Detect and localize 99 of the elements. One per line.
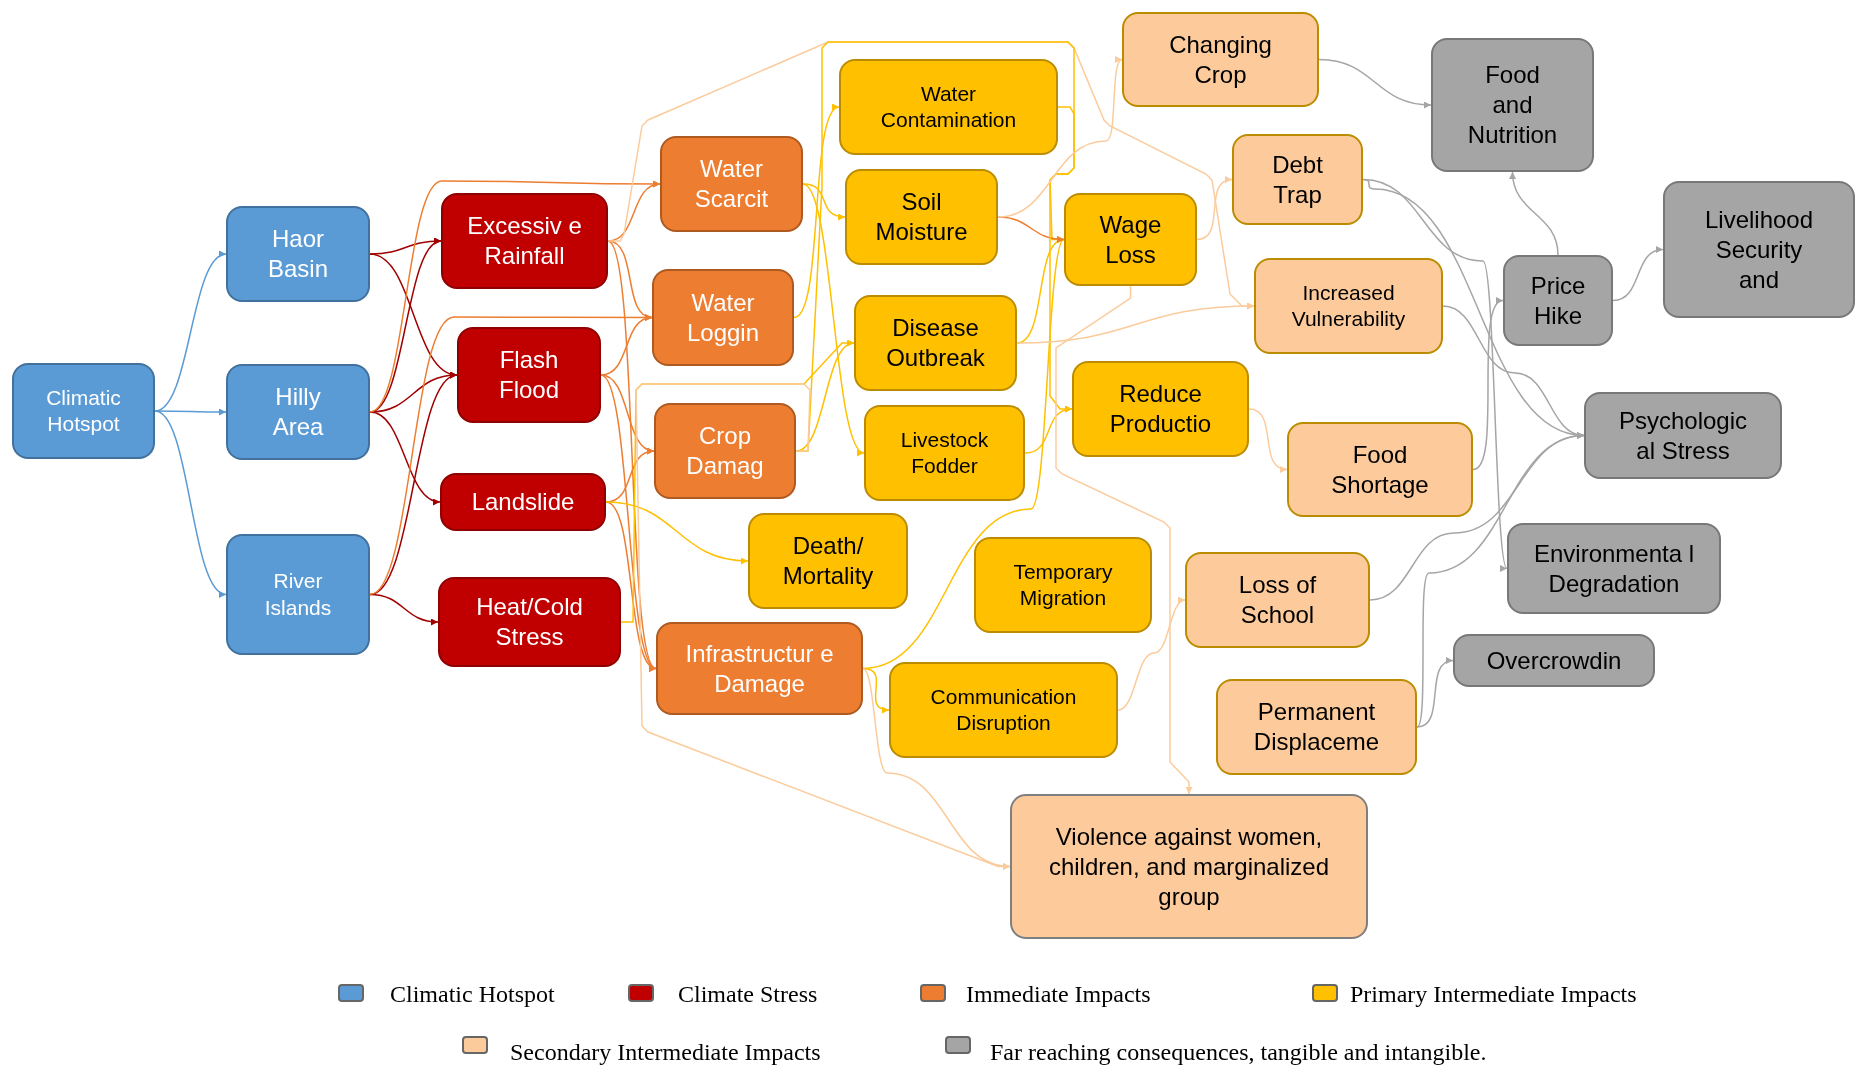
process-box	[845, 169, 998, 265]
box-label: Psychologic al Stress	[1617, 405, 1749, 466]
legend-label: Primary Intermediate Impacts	[1350, 982, 1637, 1006]
process-box	[660, 136, 803, 232]
connector-arrow	[605, 501, 749, 564]
process-box	[226, 206, 370, 302]
process-box	[889, 662, 1118, 758]
box-label: Food and Nutrition	[1467, 60, 1558, 150]
process-box	[748, 513, 908, 609]
box-label: Water Scarcit	[693, 154, 770, 214]
box-label: Violence against women, children, and marginalized group	[1047, 821, 1331, 912]
box-label: Climatic Hotspot	[45, 384, 122, 437]
process-box	[1287, 422, 1473, 517]
process-box	[438, 577, 621, 667]
connector-arrow	[1362, 178, 1508, 570]
connector-arrow	[862, 667, 1011, 870]
legend-label: Secondary Intermediate Impacts	[510, 1040, 821, 1064]
connector-arrow	[862, 238, 1065, 670]
process-box	[440, 473, 606, 531]
process-box	[1431, 38, 1594, 172]
box-label: Wage Loss	[1098, 209, 1163, 270]
process-box	[1216, 679, 1417, 775]
connector-arrow	[600, 315, 653, 376]
process-box	[1064, 193, 1197, 286]
connector-arrow	[154, 408, 227, 416]
box-label: Hilly Area	[271, 382, 325, 442]
connector-arrow	[1472, 299, 1504, 471]
process-box	[226, 364, 370, 460]
process-box	[1507, 523, 1721, 614]
process-box	[1254, 258, 1443, 354]
connector-arrow	[1318, 58, 1432, 108]
legend-label: Climatic Hotspot	[390, 982, 555, 1006]
process-box	[1185, 552, 1370, 648]
box-label: Overcrowdin	[1486, 645, 1622, 676]
connector-arrow	[1049, 106, 1075, 413]
box-label: Environmenta l Degradation	[1532, 538, 1696, 599]
process-box	[226, 534, 370, 655]
process-box	[1663, 181, 1855, 318]
process-box	[839, 59, 1058, 155]
box-label: Increased Vulnerability	[1290, 279, 1407, 332]
box-label: Haor Basin	[266, 224, 329, 284]
box-label: Debt Trap	[1271, 149, 1324, 210]
process-box	[1503, 255, 1613, 346]
connector-arrow	[793, 106, 840, 319]
box-label: Landslide	[471, 487, 575, 517]
process-box	[1072, 361, 1249, 457]
box-label: Reduce Productio	[1108, 379, 1213, 439]
box-label: Flash Flood	[497, 345, 560, 405]
connector-arrow	[1055, 285, 1193, 795]
connector-arrow	[802, 183, 846, 220]
box-label: Livelihood Security and	[1703, 204, 1815, 295]
box-label: Death/ Mortality	[781, 531, 875, 591]
process-box	[1453, 634, 1655, 687]
connector-arrow	[1016, 302, 1255, 344]
box-label: Crop Damag	[685, 421, 765, 481]
box-label: Water Contamination	[879, 80, 1018, 133]
box-label: Infrastructur e Damage	[684, 638, 835, 699]
connector-arrow	[802, 183, 865, 454]
process-box	[12, 363, 155, 459]
legend-label: Far reaching consequences, tangible and intangible.	[990, 1040, 1487, 1064]
box-label: Permanent Displaceme	[1252, 697, 1381, 757]
process-box	[656, 622, 863, 715]
box-label: Communication Disruption	[929, 683, 1078, 736]
connector-arrow	[997, 58, 1123, 218]
connector-arrow	[1196, 177, 1233, 241]
process-box	[1010, 794, 1368, 939]
process-box	[864, 405, 1025, 501]
box-label: Excessiv e Rainfall	[466, 211, 583, 271]
box-label: Loss of School	[1237, 570, 1318, 630]
process-box	[441, 193, 608, 289]
process-box	[654, 403, 796, 499]
process-box	[1122, 12, 1319, 107]
connector-arrow	[1117, 598, 1186, 711]
box-label: Food Shortage	[1330, 439, 1430, 500]
box-label: Water Loggin	[685, 287, 761, 348]
box-label: Changing Crop	[1168, 29, 1273, 90]
connector-arrow	[1416, 433, 1585, 728]
process-box	[457, 327, 601, 423]
process-box	[1584, 392, 1782, 479]
legend-label: Climate Stress	[678, 982, 818, 1006]
box-label: Heat/Cold Stress	[475, 592, 584, 652]
process-box	[974, 537, 1152, 633]
connector-arrow	[1248, 408, 1288, 472]
box-label: Livestock Fodder	[899, 426, 990, 479]
connector-arrow	[369, 411, 441, 504]
process-box	[652, 269, 794, 366]
box-label: Soil Moisture	[875, 187, 968, 247]
box-label: Temporary Migration	[1012, 558, 1114, 611]
connector-arrow	[1509, 171, 1559, 256]
connector-arrow	[1416, 658, 1454, 728]
connector-arrow	[607, 240, 657, 670]
process-box	[854, 295, 1017, 391]
box-label: River Islands	[263, 568, 333, 621]
process-box	[1232, 134, 1363, 225]
box-label: Disease Outbreak	[885, 313, 986, 373]
box-label: Price Hike	[1529, 270, 1587, 331]
legend-label: Immediate Impacts	[966, 982, 1151, 1006]
connector-arrow	[154, 410, 227, 596]
connector-arrow	[1612, 247, 1664, 302]
